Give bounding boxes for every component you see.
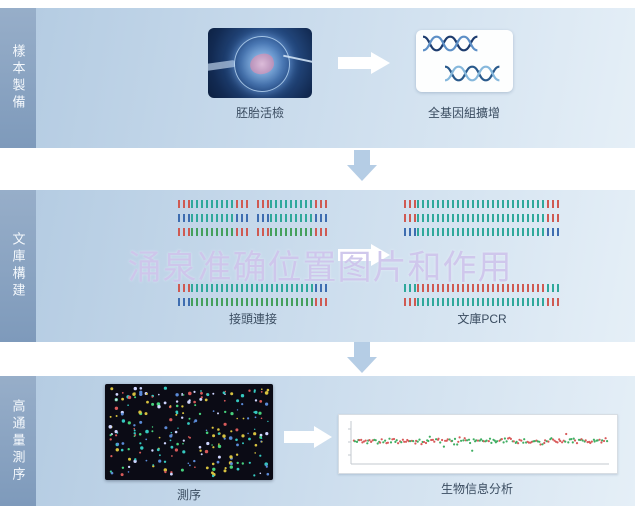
caption-embryo-biopsy: 胚胎活檢 xyxy=(235,106,284,120)
dna-fragment-bar xyxy=(178,200,328,208)
tick-cap xyxy=(236,214,249,222)
tick-mid xyxy=(270,214,315,222)
tick-cap xyxy=(236,200,249,208)
tick-cap xyxy=(547,298,560,306)
tick-cap xyxy=(404,298,417,306)
tick-mid xyxy=(270,228,315,236)
adapter-ligation-fragments-top xyxy=(178,200,328,242)
tick-cap xyxy=(315,214,328,222)
dna-fragment-segment xyxy=(178,214,249,222)
tick-cap xyxy=(236,228,249,236)
tick-cap xyxy=(547,200,560,208)
right-arrow-icon xyxy=(338,52,390,74)
dna-fragment-bar xyxy=(404,228,560,236)
row-label-library-construction: 文庫構建 xyxy=(0,190,36,342)
right-arrow-icon xyxy=(284,426,332,448)
caption-whole-genome-amplification: 全基因組擴增 xyxy=(427,106,500,120)
dna-fragment-segment xyxy=(257,200,328,208)
dna-fragment-bar xyxy=(404,298,560,306)
dna-fragment-segment xyxy=(404,284,560,292)
tick-cap xyxy=(547,284,560,292)
dna-fragment-bar xyxy=(178,284,328,292)
tick-cap xyxy=(547,228,560,236)
tick-cap xyxy=(178,228,191,236)
tick-cap xyxy=(404,200,417,208)
dna-fragment-bar xyxy=(404,214,560,222)
row-library-construction: 文庫構建 接頭連接 文庫PCR xyxy=(0,190,635,342)
tick-mid xyxy=(191,284,315,292)
library-pcr-fragments-bottom xyxy=(404,284,560,312)
bar-gap xyxy=(249,200,257,208)
dna-fragment-segment xyxy=(178,298,328,306)
tick-mid xyxy=(191,298,315,306)
tick-cap xyxy=(178,200,191,208)
down-arrow-icon xyxy=(347,150,377,181)
dna-fragment-segment xyxy=(257,228,328,236)
bar-gap xyxy=(249,228,257,236)
dna-fragment-segment xyxy=(404,298,560,306)
tick-cap xyxy=(178,284,191,292)
row-label-high-throughput-sequencing: 高通量測序 xyxy=(0,376,36,506)
caption-bioinformatics-analysis: 生物信息分析 xyxy=(440,482,513,496)
dna-fragment-segment xyxy=(178,228,249,236)
tick-mid xyxy=(417,284,547,292)
tick-mid xyxy=(191,228,236,236)
tick-cap xyxy=(315,298,328,306)
tick-cap xyxy=(178,298,191,306)
tick-mid xyxy=(270,200,315,208)
dna-fragment-bar xyxy=(404,200,560,208)
tick-cap xyxy=(315,228,328,236)
sequencing-dots xyxy=(108,386,270,478)
copy-number-scatter xyxy=(348,421,609,465)
caption-adapter-ligation: 接頭連接 xyxy=(228,312,277,326)
dna-helix-icon xyxy=(422,35,500,82)
dna-fragment-segment xyxy=(178,284,328,292)
dna-fragment-bar xyxy=(178,228,328,236)
tick-cap xyxy=(257,200,270,208)
tick-mid xyxy=(191,214,236,222)
row-label-sample-preparation: 樣本製備 xyxy=(0,8,36,148)
dna-fragment-bar xyxy=(404,284,560,292)
dna-fragment-segment xyxy=(404,228,560,236)
sequencing-image xyxy=(105,384,273,480)
tick-mid xyxy=(417,200,547,208)
caption-library-pcr: 文庫PCR xyxy=(457,312,507,326)
row-high-throughput-sequencing: 高通量測序 測序 生物信息分析 xyxy=(0,376,635,506)
whole-genome-amplification-image xyxy=(416,30,513,92)
tick-mid xyxy=(191,200,236,208)
pipette-icon xyxy=(208,59,236,72)
row-sample-preparation: 樣本製備 胚胎活檢 xyxy=(0,8,635,148)
bar-gap xyxy=(249,214,257,222)
tick-cap xyxy=(404,284,417,292)
dna-fragment-bar xyxy=(178,214,328,222)
tick-cap xyxy=(315,200,328,208)
tick-cap xyxy=(178,214,191,222)
tick-mid xyxy=(417,298,547,306)
dna-fragment-bar xyxy=(178,298,328,306)
tick-cap xyxy=(257,228,270,236)
library-pcr-fragments-top xyxy=(404,200,560,242)
dna-fragment-segment xyxy=(404,214,560,222)
tick-cap xyxy=(547,214,560,222)
down-arrow-icon xyxy=(347,342,377,373)
tick-mid xyxy=(417,214,547,222)
caption-sequencing: 測序 xyxy=(176,488,201,502)
dna-fragment-segment xyxy=(404,200,560,208)
tick-cap xyxy=(315,284,328,292)
tick-cap xyxy=(404,228,417,236)
embryo-biopsy-image xyxy=(208,28,312,98)
adapter-ligation-fragments-bottom xyxy=(178,284,328,312)
tick-cap xyxy=(257,214,270,222)
bioinformatics-plot xyxy=(338,414,618,474)
dna-fragment-segment xyxy=(178,200,249,208)
tick-mid xyxy=(417,228,547,236)
dna-fragment-segment xyxy=(257,214,328,222)
right-arrow-icon xyxy=(338,244,390,266)
tick-cap xyxy=(404,214,417,222)
